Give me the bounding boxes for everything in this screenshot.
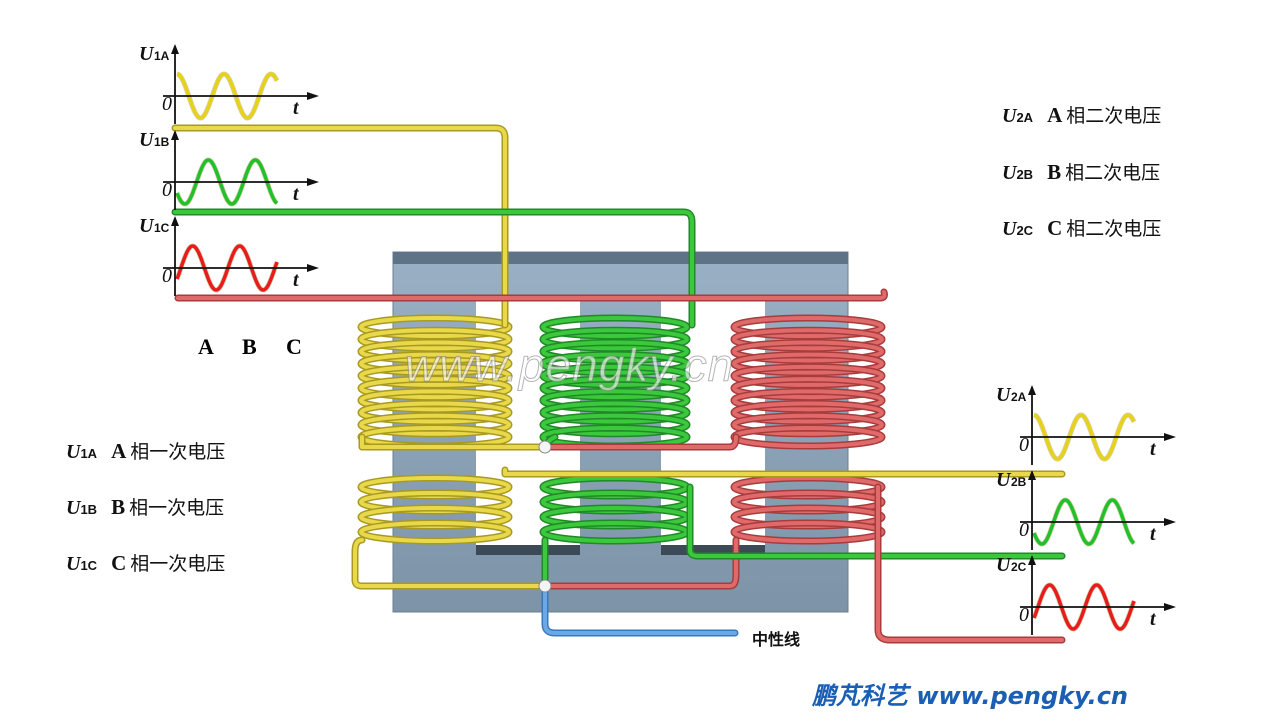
wire-primary-b xyxy=(171,208,696,329)
time-label: t xyxy=(293,183,300,205)
axis-label-sub: 2B xyxy=(1011,475,1027,489)
phase-letter-a: A xyxy=(198,334,214,359)
waveform-curve xyxy=(175,244,279,292)
origin-label: 0 xyxy=(1019,434,1029,456)
time-label: t xyxy=(293,97,300,119)
waveform-curve xyxy=(1032,583,1136,631)
neutral-line-label: 中性线 xyxy=(752,630,801,649)
coil-secondary-a xyxy=(357,474,513,545)
neutral-node-primary xyxy=(538,440,552,454)
axis-label-sub: 1C xyxy=(154,221,170,235)
wire-c-neutral xyxy=(541,433,740,451)
wire-secondary-a xyxy=(501,466,1066,478)
x-axis-arrow-icon xyxy=(1164,433,1176,441)
wire-secondary-b xyxy=(686,483,1066,560)
wire-a-neutral xyxy=(358,433,549,451)
axis-label: U xyxy=(996,554,1012,576)
wire-neutral xyxy=(541,582,739,637)
y-axis-arrow-icon xyxy=(1028,385,1036,395)
time-label: t xyxy=(1150,523,1157,545)
wire-primary-a xyxy=(171,124,509,329)
y-axis-arrow-icon xyxy=(1028,470,1036,480)
watermark: www.pengky.cn xyxy=(404,339,735,392)
x-axis-arrow-icon xyxy=(307,264,319,272)
origin-label: 0 xyxy=(1019,604,1029,626)
wire-secondary-c xyxy=(874,483,1066,644)
time-label: t xyxy=(293,269,300,291)
footer-brand: 鹏芃科艺 www.pengky.cn xyxy=(812,682,1129,710)
waveform-curve xyxy=(1032,498,1136,546)
y-axis-arrow-icon xyxy=(171,216,179,226)
waveform-curve xyxy=(176,72,279,120)
y-axis-arrow-icon xyxy=(1028,555,1036,565)
neutral-node-secondary xyxy=(538,579,552,593)
axis-label: U xyxy=(139,215,155,237)
axis-label-sub: 2C xyxy=(1011,560,1027,574)
axis-label-sub: 1B xyxy=(154,135,170,149)
origin-label: 0 xyxy=(162,93,172,115)
origin-label: 0 xyxy=(162,179,172,201)
x-axis-arrow-icon xyxy=(1164,518,1176,526)
axis-label: U xyxy=(139,43,155,65)
origin-label: 0 xyxy=(162,265,172,287)
time-label: t xyxy=(1150,608,1157,630)
y-axis-arrow-icon xyxy=(171,130,179,140)
waveform-curve xyxy=(1033,413,1136,461)
wire-sec-a-neutral xyxy=(351,536,549,590)
axis-label: U xyxy=(139,129,155,151)
origin-label: 0 xyxy=(1019,519,1029,541)
x-axis-arrow-icon xyxy=(1164,603,1176,611)
coil-primary-b xyxy=(539,314,691,450)
x-axis-arrow-icon xyxy=(307,92,319,100)
phase-letter-c: C xyxy=(286,334,302,359)
wire-primary-c xyxy=(174,288,888,302)
x-axis-arrow-icon xyxy=(307,178,319,186)
axis-label: U xyxy=(996,384,1012,406)
axis-label-sub: 2A xyxy=(1011,390,1027,404)
time-label: t xyxy=(1150,438,1157,460)
waveform-curve xyxy=(175,158,279,206)
coil-secondary-c xyxy=(730,474,886,545)
wire-sec-c-neutral xyxy=(541,536,740,590)
axis-label: U xyxy=(996,469,1012,491)
phase-letter-b: B xyxy=(242,334,257,359)
y-axis-arrow-icon xyxy=(171,44,179,54)
coil-primary-c xyxy=(730,314,886,450)
axis-label-sub: 1A xyxy=(154,49,170,63)
